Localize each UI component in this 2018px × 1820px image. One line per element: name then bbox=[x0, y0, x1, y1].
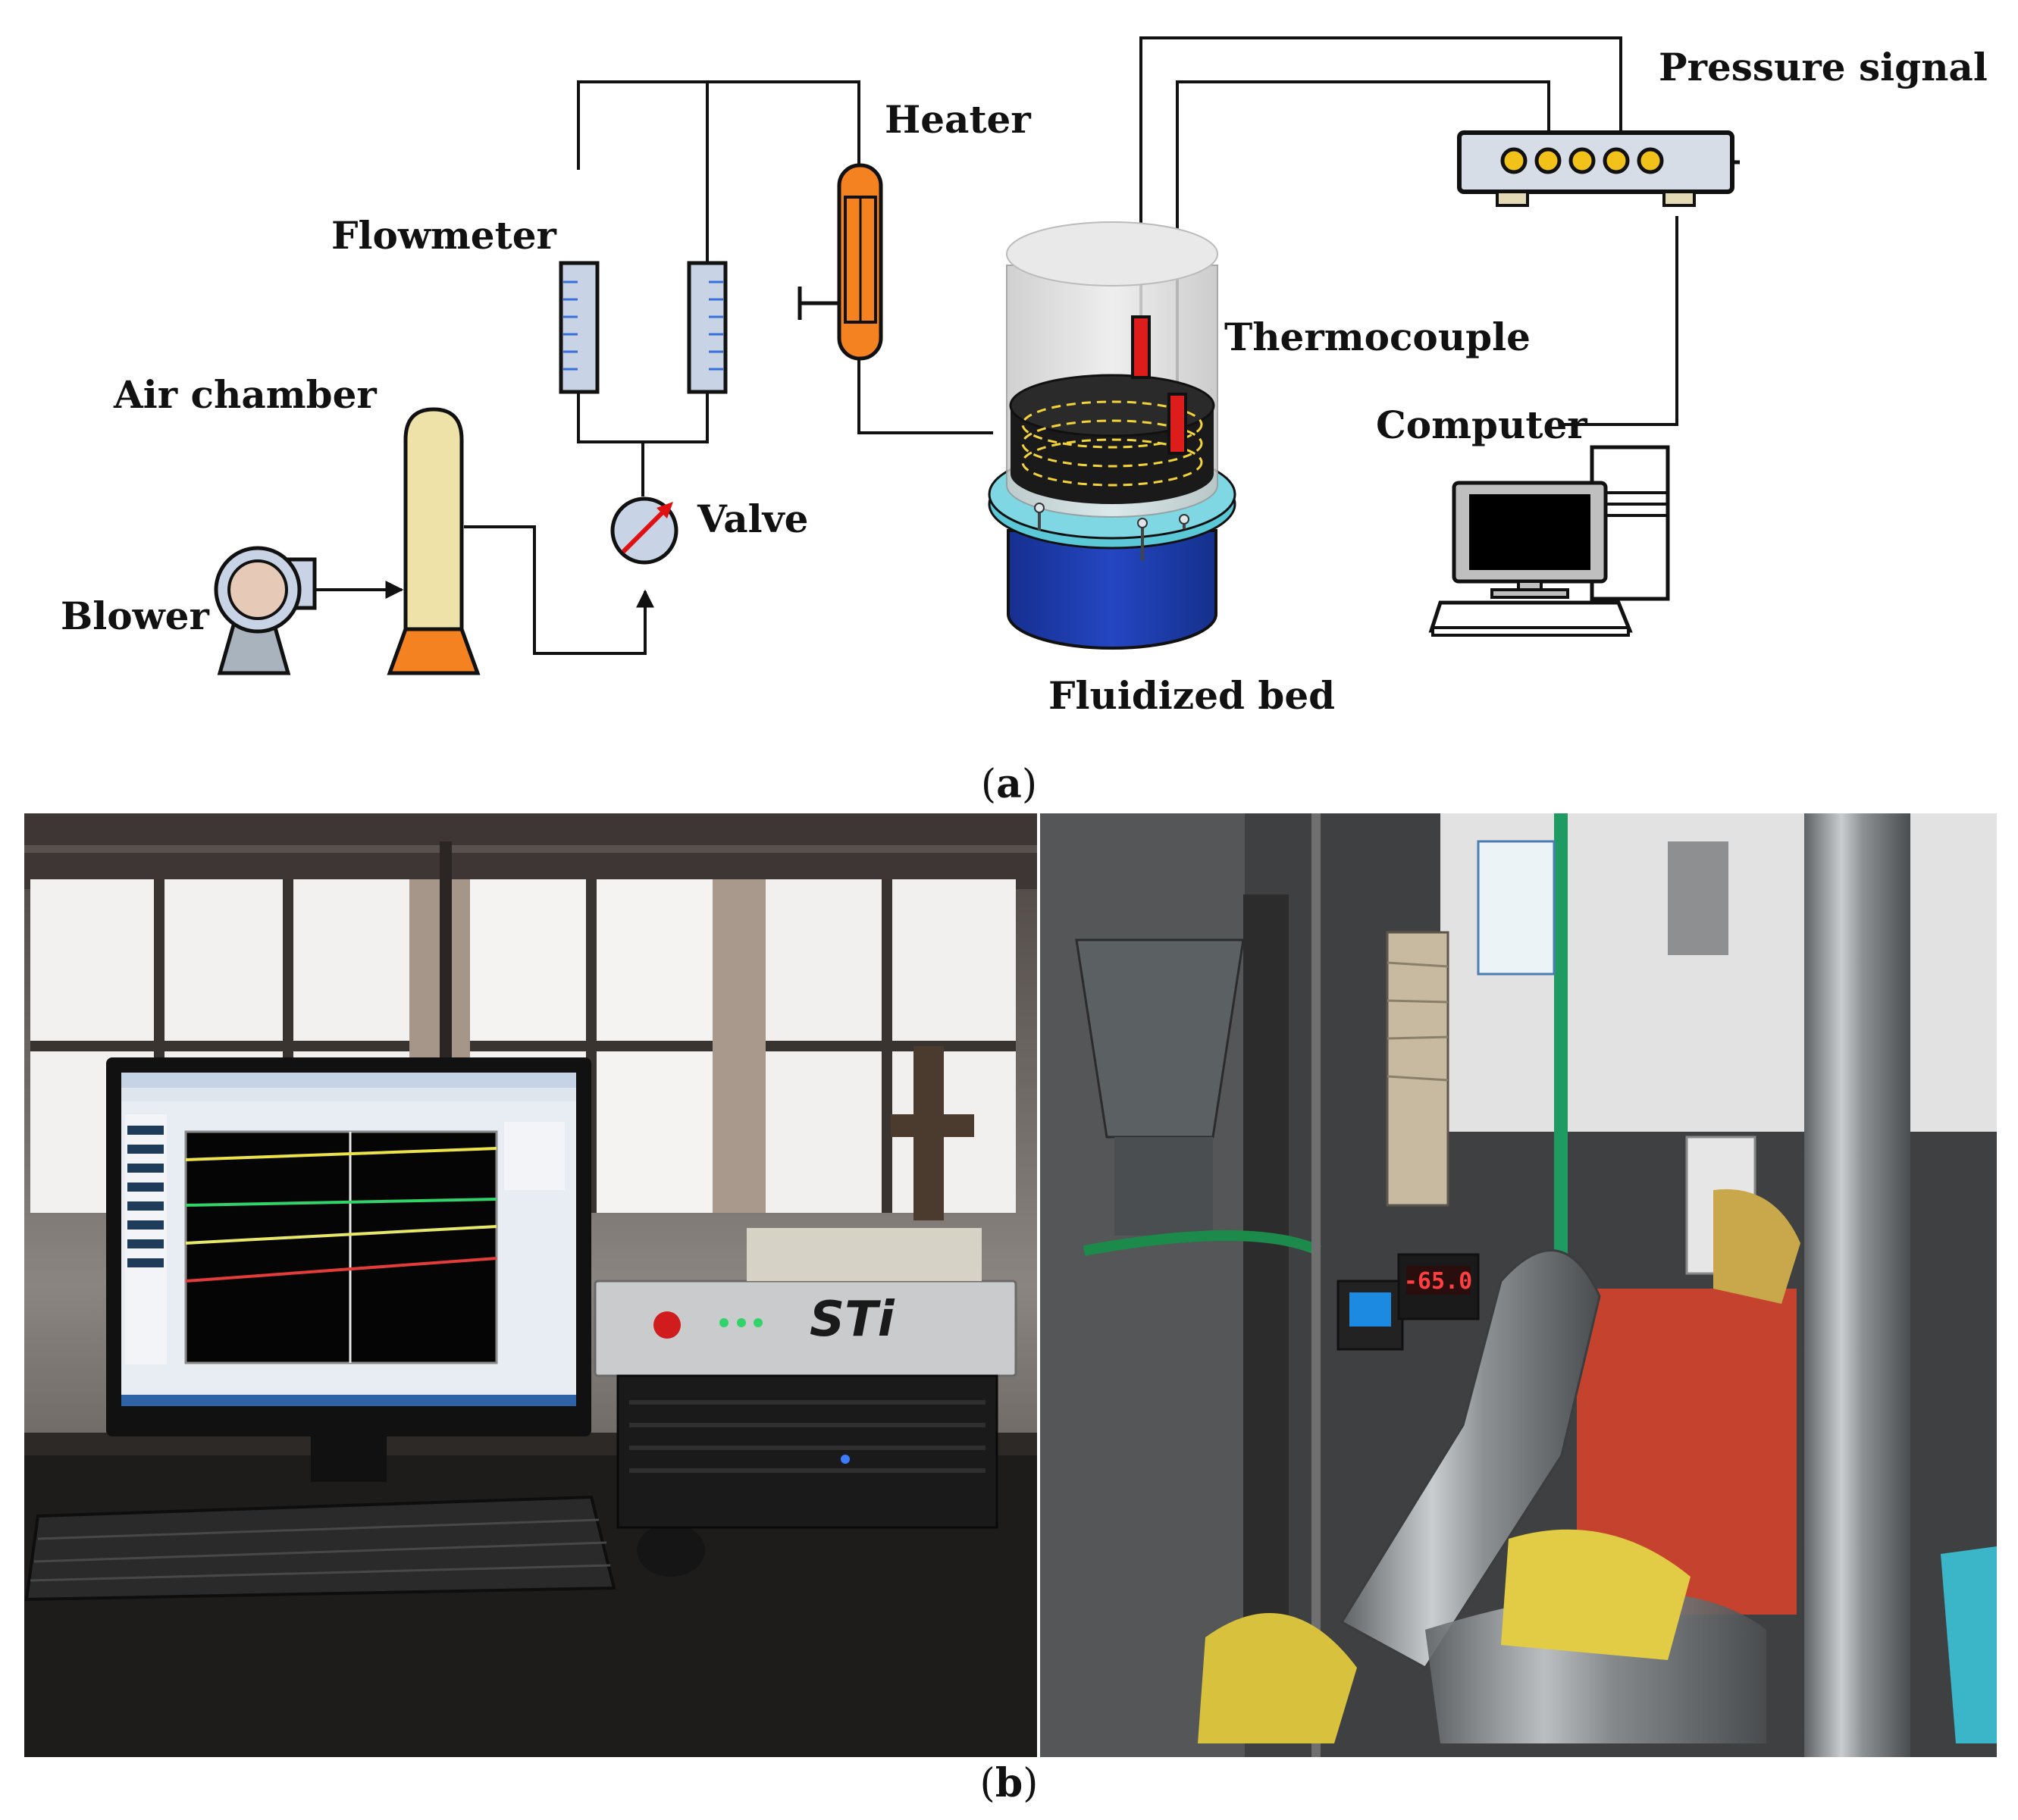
photo-panel: STi bbox=[24, 813, 1997, 1806]
piping-lines bbox=[312, 36, 1678, 655]
heater-icon bbox=[797, 163, 883, 361]
photo-rig-pipes: -65.0 bbox=[1040, 813, 1997, 1757]
fluidized-bed-icon bbox=[988, 221, 1236, 650]
label-blower: Blower bbox=[61, 594, 209, 638]
valve-icon bbox=[610, 497, 678, 565]
caption-b: (b) bbox=[980, 1760, 1039, 1806]
schematic-panel: Heater Pressure signal Flowmeter Thermoc… bbox=[61, 36, 1988, 807]
computer-icon bbox=[1428, 445, 1670, 637]
flowmeter-left-icon bbox=[559, 261, 600, 394]
caption-a: (a) bbox=[981, 761, 1037, 807]
pressure-signal-device bbox=[1457, 130, 1740, 207]
photo-lab-computer: STi bbox=[24, 813, 1037, 1757]
label-thermocouple: Thermocouple bbox=[1224, 315, 1531, 359]
label-fluidized-bed: Fluidized bed bbox=[1048, 673, 1335, 718]
label-pressure-signal: Pressure signal bbox=[1659, 45, 1988, 89]
label-air-chamber: Air chamber bbox=[113, 372, 377, 417]
blower-icon bbox=[214, 546, 317, 675]
label-heater: Heater bbox=[885, 97, 1031, 142]
flowmeter-right-icon bbox=[687, 261, 728, 394]
label-flowmeter: Flowmeter bbox=[331, 213, 557, 258]
temperature-readout: -65.0 bbox=[1404, 1268, 1472, 1295]
air-chamber-icon bbox=[387, 407, 481, 675]
daq-brand-label: STi bbox=[810, 1292, 895, 1348]
label-computer: Computer bbox=[1376, 403, 1587, 447]
thermocouple-icon bbox=[1131, 315, 1187, 455]
label-valve: Valve bbox=[697, 497, 808, 541]
